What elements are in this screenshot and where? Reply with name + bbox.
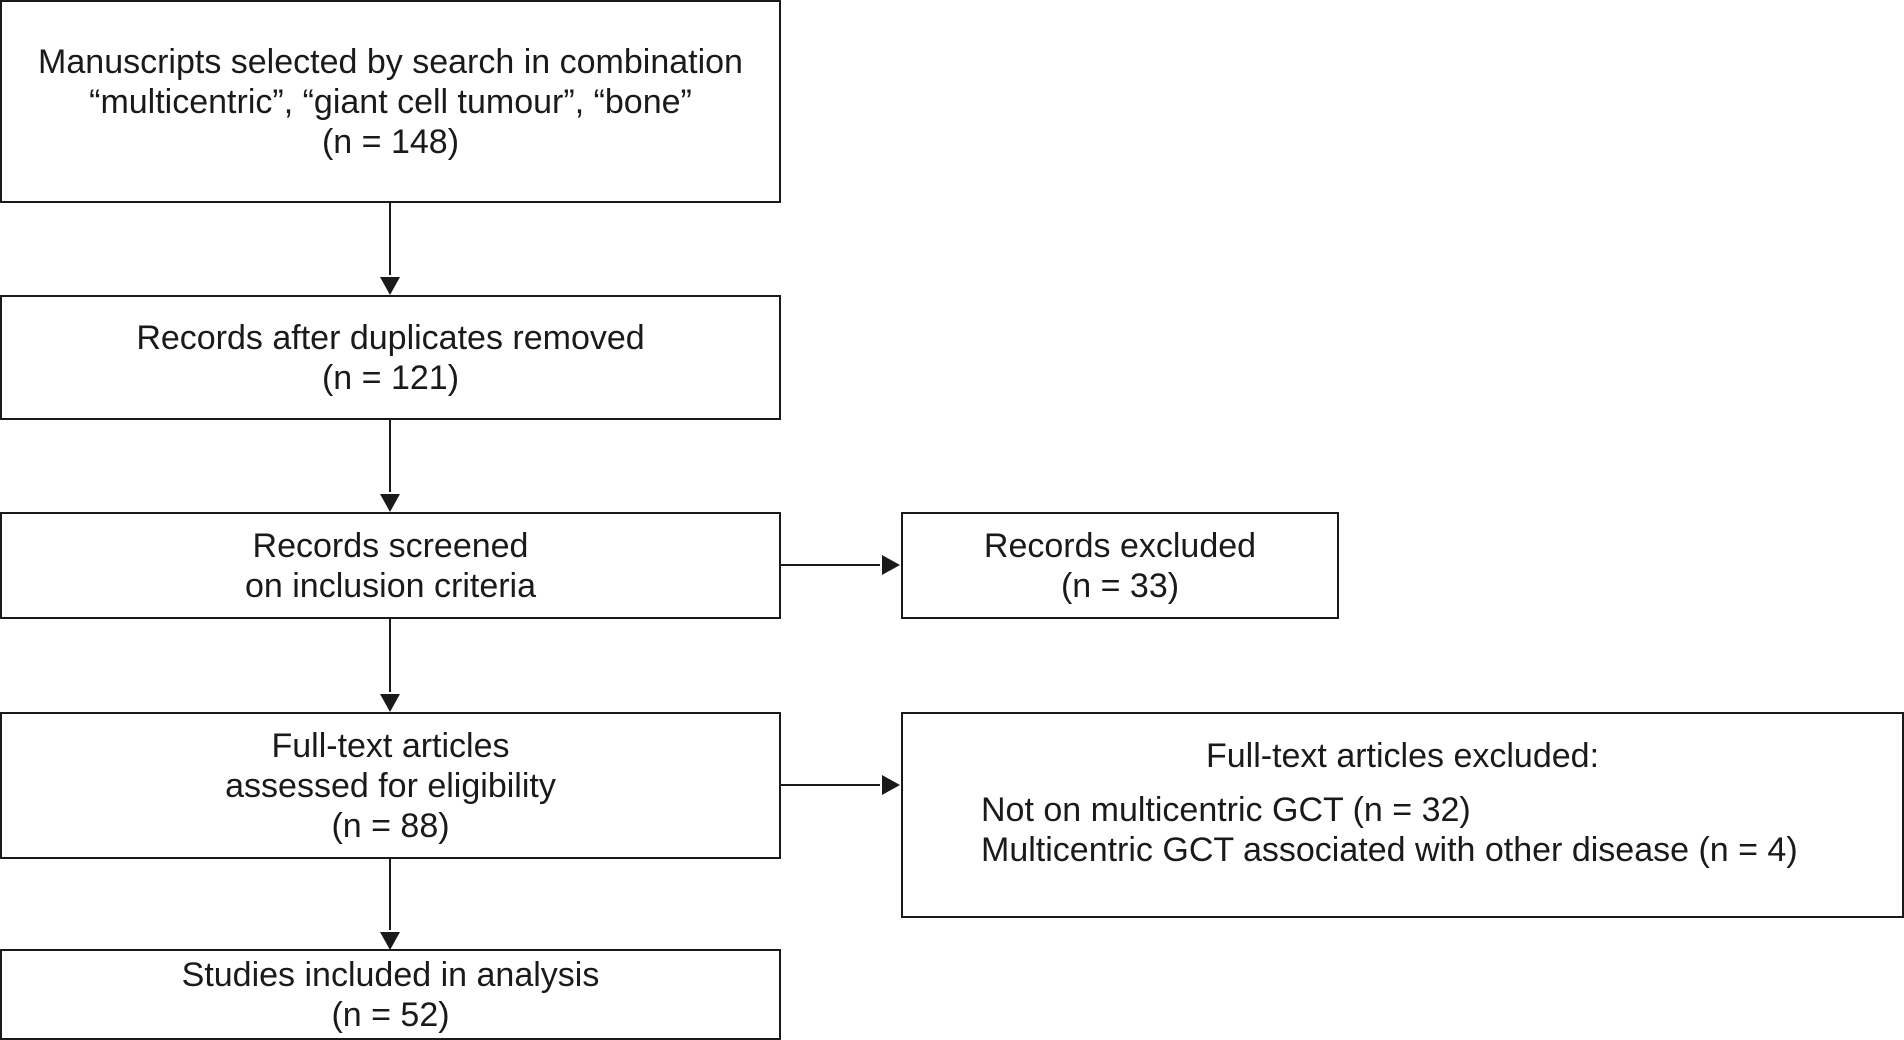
screened-box-line1: Records screened bbox=[252, 526, 529, 565]
fulltext-excluded-box: Full-text articles excluded: Not on mult… bbox=[901, 712, 1904, 918]
arrow-fulltext-to-fulltext-excluded bbox=[780, 775, 900, 795]
duplicates-box-count: (n = 121) bbox=[321, 358, 460, 397]
fulltext-box-line1: Full-text articles bbox=[271, 726, 510, 765]
fulltext-excluded-item: Not on multicentric GCT (n = 32) bbox=[981, 791, 1471, 829]
screened-box-line2: on inclusion criteria bbox=[244, 566, 537, 605]
fulltext-box-line2: assessed for eligibility bbox=[225, 766, 556, 805]
duplicates-box: Records after duplicates removed (n = 12… bbox=[0, 295, 781, 420]
fulltext-excluded-item: Multicentric GCT associated with other d… bbox=[981, 831, 1798, 869]
search-box: Manuscripts selected by search in combin… bbox=[0, 0, 781, 203]
excluded-box-count: (n = 33) bbox=[1060, 566, 1180, 605]
included-box-count: (n = 52) bbox=[331, 995, 450, 1034]
duplicates-box-line1: Records after duplicates removed bbox=[136, 318, 645, 357]
arrow-screened-to-excluded bbox=[780, 555, 900, 575]
included-box-line1: Studies included in analysis bbox=[181, 955, 600, 994]
arrow-fulltext-to-included bbox=[380, 858, 400, 950]
fulltext-box-count: (n = 88) bbox=[331, 806, 450, 845]
screened-box: Records screened on inclusion criteria bbox=[0, 512, 781, 619]
fulltext-excluded-heading: Full-text articles excluded: bbox=[1205, 737, 1600, 775]
included-box: Studies included in analysis (n = 52) bbox=[0, 949, 781, 1040]
search-box-line1: Manuscripts selected by search in combin… bbox=[38, 42, 743, 81]
search-box-line2: “multicentric”, “giant cell tumour”, “bo… bbox=[89, 82, 692, 121]
arrow-search-to-duplicates bbox=[380, 202, 400, 295]
arrow-screened-to-fulltext bbox=[380, 618, 400, 712]
excluded-box-line1: Records excluded bbox=[983, 526, 1257, 565]
search-box-count: (n = 148) bbox=[321, 122, 460, 161]
arrow-duplicates-to-screened bbox=[380, 419, 400, 512]
excluded-box: Records excluded (n = 33) bbox=[901, 512, 1339, 619]
fulltext-box: Full-text articles assessed for eligibil… bbox=[0, 712, 781, 859]
